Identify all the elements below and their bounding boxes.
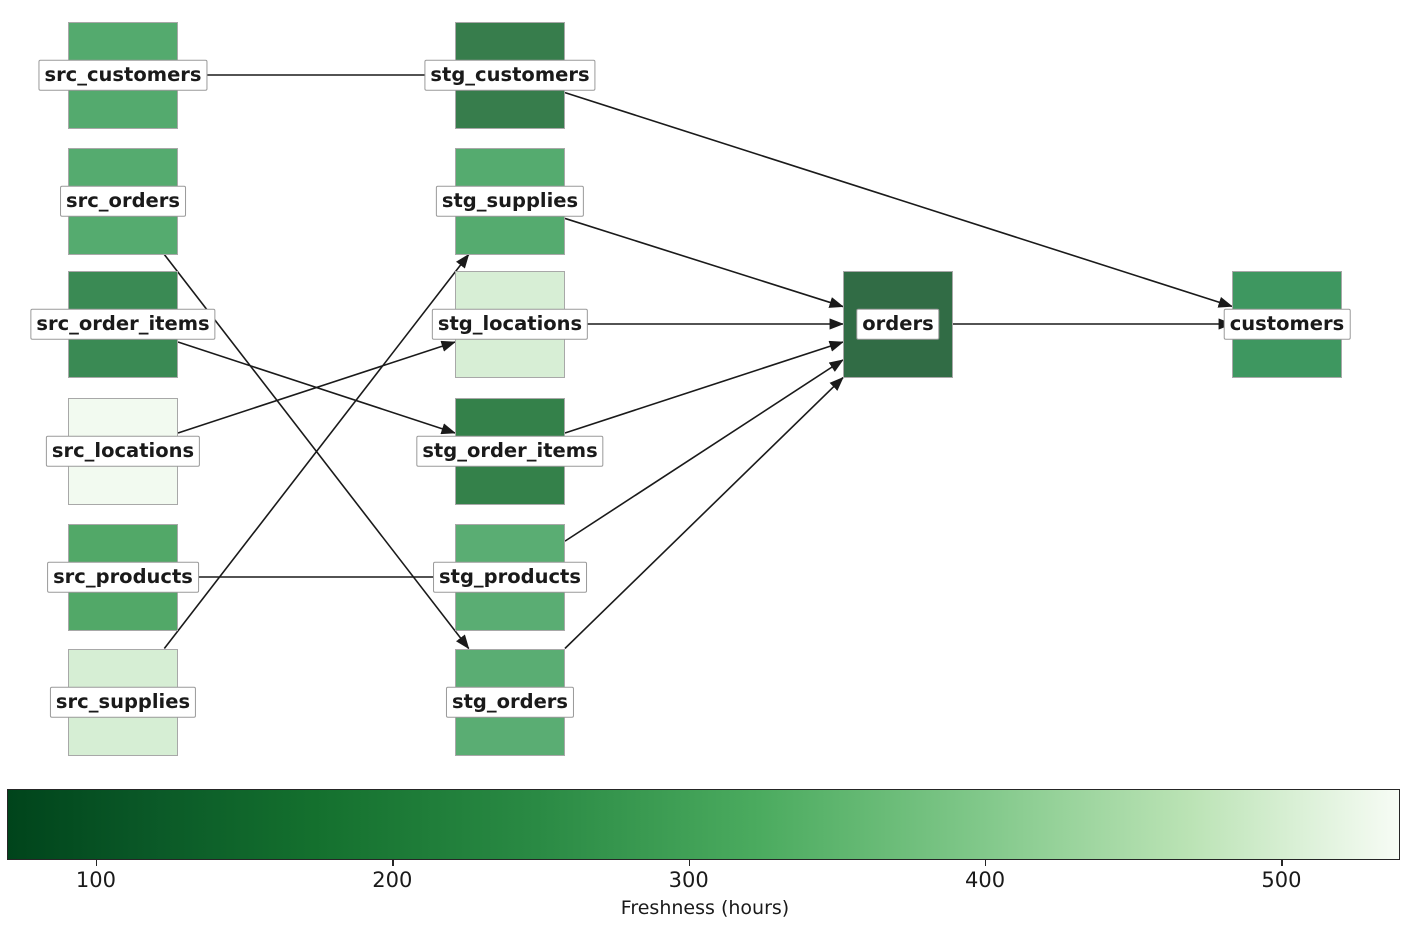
node-label-src_order_items: src_order_items (30, 308, 216, 340)
colorbar-axis-label: Freshness (hours) (620, 897, 790, 919)
colorbar-tick-label-500: 500 (1261, 868, 1302, 892)
node-label-src_orders: src_orders (60, 185, 186, 217)
colorbar-tick-100 (95, 860, 98, 866)
edge-stg_supplies-to-orders (564, 217, 844, 308)
colorbar-tick-label-200: 200 (372, 868, 413, 892)
edge-src_order_items-to-stg_order_items (177, 341, 456, 435)
freshness-colorbar (7, 789, 1400, 860)
node-label-stg_products: stg_products (433, 561, 587, 593)
node-label-stg_orders: stg_orders (445, 686, 575, 718)
colorbar-tick-label-100: 100 (75, 868, 116, 892)
node-label-src_supplies: src_supplies (49, 686, 197, 718)
node-label-src_locations: src_locations (45, 435, 201, 467)
colorbar-tick-300 (688, 860, 690, 866)
colorbar-tick-label-300: 300 (668, 868, 709, 892)
node-label-stg_locations: stg_locations (431, 308, 589, 340)
node-label-src_products: src_products (47, 561, 199, 593)
node-label-stg_order_items: stg_order_items (416, 435, 604, 467)
colorbar-tick-400 (985, 860, 987, 866)
colorbar-tick-200 (392, 860, 394, 866)
node-label-stg_customers: stg_customers (424, 59, 596, 91)
edge-stg_orders-to-orders (564, 376, 844, 650)
node-label-src_customers: src_customers (38, 59, 208, 91)
edge-stg_products-to-orders (564, 359, 844, 542)
edge-stg_order_items-to-orders (564, 340, 844, 434)
colorbar-tick-500 (1281, 860, 1283, 866)
node-label-customers: customers (1223, 308, 1351, 340)
node-label-orders: orders (856, 308, 940, 340)
node-label-stg_supplies: stg_supplies (435, 185, 585, 217)
colorbar-tick-label-400: 400 (965, 868, 1006, 892)
edge-src_locations-to-stg_locations (177, 340, 456, 434)
colorbar-gradient (7, 789, 1400, 860)
